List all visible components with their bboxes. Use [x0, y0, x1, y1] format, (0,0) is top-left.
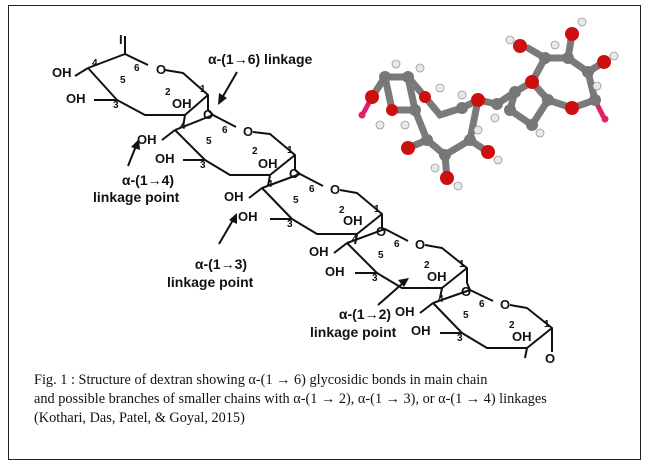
carbon-number: 1 [200, 84, 206, 95]
carbon-number: 2 [252, 146, 258, 157]
carbon-number: 5 [206, 136, 212, 147]
glucose-ring-4 [333, 228, 468, 299]
oh-label: OH [137, 132, 157, 147]
linkage-12-point-label: linkage point [310, 324, 397, 340]
ring-oxygen-2: O [243, 124, 253, 139]
carbon-number: 4 [180, 121, 186, 132]
carbon-number: 4 [92, 58, 98, 69]
carbon-number: 1 [287, 145, 293, 156]
carbon-number: 6 [479, 299, 485, 310]
glucose-ring-5 [419, 282, 553, 359]
oh-label: OH [512, 329, 532, 344]
carbon-number: 3 [200, 160, 206, 171]
caption-line-2: and possible branches of smaller chains … [34, 391, 547, 407]
carbon-number: 5 [293, 195, 299, 206]
carbon-number: 4 [438, 294, 444, 305]
ring-oxygen-3: O [330, 182, 340, 197]
oxygen-atom [565, 101, 579, 115]
oh-label: OH [172, 96, 192, 111]
oxygen-atom [597, 55, 611, 69]
figure-caption: Fig. 1 : Structure of dextran showing α-… [34, 371, 634, 428]
carbon-number: 6 [134, 63, 140, 74]
ring-oxygen-5: O [500, 297, 510, 312]
oh-label: OH [224, 189, 244, 204]
oxygen-atom [565, 27, 579, 41]
oh-label: OH [258, 156, 278, 171]
carbon-number: 4 [267, 179, 273, 190]
molecule-3d-model [358, 17, 619, 191]
oxygen-atom [401, 141, 415, 155]
arrowhead-16 [218, 93, 227, 105]
oh-label: OH [343, 213, 363, 228]
oxygen-atom [386, 104, 398, 116]
glucose-ring-3 [248, 169, 383, 245]
link-oxygen-4: O [461, 284, 471, 299]
carbon-number: 2 [509, 320, 515, 331]
terminal-oxygen: O [545, 351, 555, 366]
arrowhead-14 [131, 139, 140, 150]
glucose-ring-1 [74, 36, 209, 128]
oxygen-atom [525, 75, 539, 89]
carbon-number: 4 [352, 234, 358, 245]
linkage-12-label: α-(1→2) [338, 306, 392, 322]
linkage-14-label: α-(1→4) [121, 172, 175, 188]
carbon-number: 5 [463, 310, 469, 321]
oh-label: OH [325, 264, 345, 279]
carbon-number: 6 [222, 125, 228, 136]
linkage-16-label: α-(1→6) linkage [208, 51, 313, 67]
carbon-number: 1 [459, 259, 465, 270]
link-oxygen-2: O [289, 166, 299, 181]
oxygen-atom [481, 145, 495, 159]
linkage-14-point-label: linkage point [93, 189, 180, 205]
ring-oxygen-4: O [415, 237, 425, 252]
carbon-number: 3 [287, 219, 293, 230]
ring-oxygen-1: O [156, 62, 166, 77]
oh-label: OH [52, 65, 72, 80]
oh-label: OH [66, 91, 86, 106]
linkage-13-label: α-(1→3) [194, 256, 248, 272]
carbon-number: 5 [120, 75, 126, 86]
oh-label: OH [395, 304, 415, 319]
oxygen-atom [419, 91, 431, 103]
carbon-number: 3 [372, 273, 378, 284]
oxygen-atom [513, 39, 527, 53]
top-chain-end: I [119, 32, 123, 47]
carbon-number: 2 [339, 205, 345, 216]
annotation-arrows [127, 71, 404, 306]
glucose-ring-2 [161, 109, 296, 187]
oh-label: OH [309, 244, 329, 259]
caption-line-3: (Kothari, Das, Patel, & Goyal, 2015) [34, 410, 245, 426]
carbon-number: 1 [544, 319, 550, 330]
carbon-number: 2 [424, 260, 430, 271]
carbon-number: 1 [374, 204, 380, 215]
carbon-number: 3 [113, 100, 119, 111]
arrowhead-12 [398, 278, 409, 287]
oh-label: OH [427, 269, 447, 284]
link-oxygen-1: O [203, 107, 213, 122]
oh-label: OH [411, 323, 431, 338]
oxygen-atom [471, 93, 485, 107]
oxygen-atom [365, 90, 379, 104]
carbon-number: 6 [309, 184, 315, 195]
linkage-13-point-label: linkage point [167, 274, 254, 290]
carbon-number: 6 [394, 239, 400, 250]
oxygen-atom [440, 171, 454, 185]
carbon-number: 2 [165, 87, 171, 98]
caption-line-1: Fig. 1 : Structure of dextran showing α-… [34, 372, 488, 388]
arrowhead-13 [229, 213, 237, 224]
link-oxygen-3: O [376, 224, 386, 239]
carbon-number: 5 [378, 250, 384, 261]
oh-label: OH [155, 151, 175, 166]
carbon-number: 3 [457, 333, 463, 344]
oh-label: OH [238, 209, 258, 224]
